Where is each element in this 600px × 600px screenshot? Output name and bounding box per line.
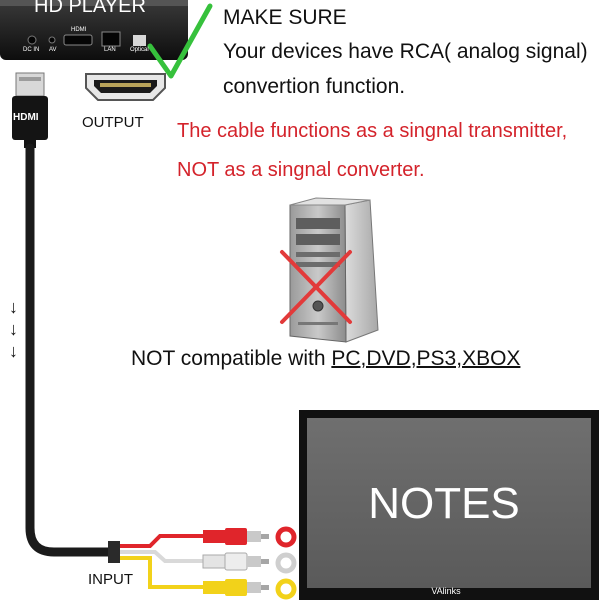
hdmi-output-port	[85, 73, 166, 101]
rca-plug-icon	[203, 579, 269, 596]
port-label-dc-in: DC IN	[23, 47, 40, 53]
rca-plug-icon	[203, 528, 269, 545]
port-label-av: AV	[49, 47, 57, 53]
hd-player-title: HD PLAYER	[34, 0, 146, 17]
notice-line-2: convertion function.	[223, 75, 406, 98]
port-label-hdmi: HDMI	[71, 27, 87, 33]
tv-screen-text: NOTES	[368, 479, 520, 528]
input-label: INPUT	[88, 571, 133, 588]
warning-line-2: NOT as a singnal converter.	[177, 159, 425, 181]
port-label-lan: LAN	[104, 47, 116, 53]
output-label: OUTPUT	[82, 114, 144, 131]
rca-jack-yellow	[275, 578, 297, 600]
cross-icon	[280, 250, 352, 324]
compatibility-note: NOT compatible with PC,DVD,PS3,XBOX	[131, 347, 520, 371]
signal-direction-arrows: ↓ ↓ ↓	[9, 297, 18, 361]
computer-tower-icon	[289, 197, 379, 343]
rca-plug-icon	[202, 552, 269, 571]
warning-line-1: The cable functions as a singnal transmi…	[177, 120, 568, 142]
hdmi-cable	[25, 143, 117, 557]
notice-line-1: Your devices have RCA( analog signal)	[223, 40, 588, 63]
rca-jack-red	[275, 526, 297, 548]
tv-display	[299, 410, 599, 600]
hdmi-plug-icon	[12, 72, 48, 148]
hd-player-device	[0, 0, 188, 60]
rca-jack-white	[275, 552, 297, 574]
compatibility-prefix: NOT compatible with	[131, 347, 332, 370]
incompatible-devices: PC,DVD,PS3,XBOX	[331, 347, 521, 370]
port-label-optical: Optical	[130, 47, 149, 53]
notice-heading: MAKE SURE	[223, 6, 347, 29]
hdmi-plug-label: HDMI	[13, 112, 39, 123]
tv-brand-label: VAlinks	[431, 586, 461, 596]
check-icon	[147, 3, 213, 79]
cable-splitter	[108, 541, 120, 563]
